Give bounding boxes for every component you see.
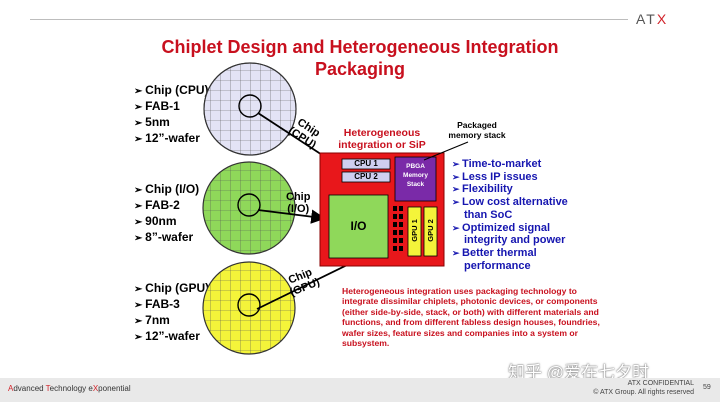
description-paragraph: Heterogeneous integration uses packaging… [342,286,600,349]
spec-item: Chip (I/O) [134,182,199,198]
io-spec-list: Chip (I/O) FAB-2 90nm 8”-wafer [134,182,199,246]
list-item: Time-to-market [452,158,568,171]
spec-item: FAB-3 [134,297,209,313]
gpu1-label: GPU 1 [410,219,419,242]
io-wafer [202,161,296,255]
list-item: Optimized signal [452,222,568,235]
spec-item: 8”-wafer [134,230,199,246]
io-label: I/O [350,219,367,233]
cpu2-die [341,171,391,183]
spec-item: Chip (GPU) [134,281,209,297]
list-item-continued: integrity and power [464,234,566,247]
gpu1-die [407,206,422,257]
watermark: 知乎 @爱在七夕时 [508,363,649,382]
spec-item: 12”-wafer [134,131,209,147]
atx-logo: ATX [636,11,669,27]
io-arrow-label: Chip (I/O) [286,191,311,215]
cpu2-label: CPU 2 [354,172,378,181]
cpu-wafer [203,62,297,156]
cpu-spec-list: Chip (CPU) FAB-1 5nm 12”-wafer [134,83,209,147]
gpu-wafer [202,261,296,355]
microbumps [393,206,403,251]
spec-item: 5nm [134,115,209,131]
io-die [328,194,389,259]
cpu1-label: CPU 1 [354,159,378,168]
slide-title: Chiplet Design and Heterogeneous Integra… [161,37,559,79]
list-item: Less IP issues [452,171,568,184]
gpu-spec-list: Chip (GPU) FAB-3 7nm 12”-wafer [134,281,209,345]
list-item: Low cost alternative [452,196,568,209]
footer-bar: Advanced Technology eXponential ATX CONF… [0,378,720,402]
spec-item: 12”-wafer [134,329,209,345]
memory-callout-line [423,141,469,161]
footer-confidential: ATX CONFIDENTIAL © ATX Group. All rights… [593,380,694,396]
spec-item: FAB-1 [134,99,209,115]
spec-item: Chip (CPU) [134,83,208,99]
memory-label: PBGA Memory Stack [403,163,428,188]
list-item: Better thermal [452,247,568,260]
io-arrow [257,209,326,224]
header-rule [30,19,628,20]
memory-stack [394,156,437,202]
list-item: Flexibility [452,183,568,196]
spec-item: FAB-2 [134,198,199,214]
cpu1-die [341,158,391,170]
sip-heading: Heterogeneous integration or SiP [338,127,426,151]
spec-item: 90nm [134,214,199,230]
memory-callout: Packaged memory stack [448,120,506,140]
list-item-continued: than SoC [464,208,513,221]
gpu2-die [423,206,438,257]
benefits-list: Time-to-market Less IP issues Flexibilit… [452,158,568,272]
list-item-continued: performance [464,259,531,272]
gpu2-label: GPU 2 [426,219,435,242]
page-number: 59 [703,384,711,391]
footer-tagline: Advanced Technology eXponential [8,384,131,393]
spec-item: 7nm [134,313,209,329]
